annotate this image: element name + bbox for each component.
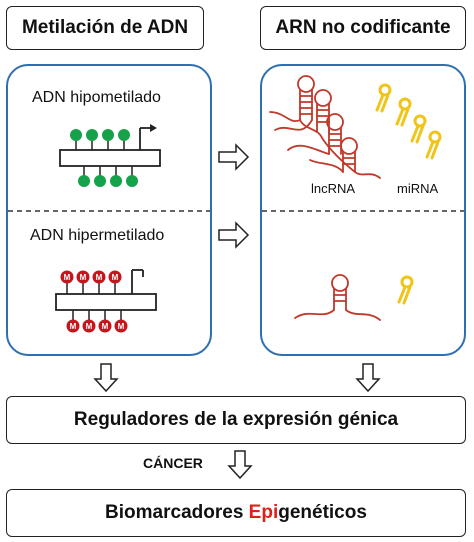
header-dna-methylation: Metilación de ADN bbox=[6, 6, 204, 50]
methyl-mark: M bbox=[80, 273, 87, 282]
epigenetic-biomarkers-label: Biomarcadores Epigenéticos bbox=[105, 502, 367, 524]
hypermethylated-dna-label: ADN hipermetilado bbox=[30, 227, 165, 244]
biomarkers-text-epi: Epi bbox=[248, 502, 279, 523]
methyl-mark: M bbox=[86, 322, 93, 331]
mirna-hairpin bbox=[425, 130, 442, 160]
methyl-mark: M bbox=[70, 322, 77, 331]
methyl-mark: M bbox=[112, 273, 119, 282]
methyl-mark: M bbox=[96, 273, 103, 282]
epigenetic-biomarkers-box: Biomarcadores Epigenéticos bbox=[6, 489, 466, 537]
gene-expression-regulators-box: Reguladores de la expresión génica bbox=[6, 396, 466, 444]
methyl-marks: M M M M M M M M bbox=[64, 273, 125, 331]
methylated-cpg-dots bbox=[60, 270, 128, 333]
dna-strand bbox=[55, 293, 157, 311]
mirna-hairpin bbox=[397, 275, 414, 305]
mirna-hairpin bbox=[375, 83, 392, 113]
dna-methylation-panel bbox=[6, 64, 212, 356]
methyl-mark: M bbox=[64, 273, 71, 282]
silenced-transcription-icon bbox=[131, 269, 144, 294]
header-dna-methylation-label: Metilación de ADN bbox=[21, 17, 189, 38]
lncrna-hairpin bbox=[326, 113, 344, 155]
methyl-mark: M bbox=[118, 322, 125, 331]
biomarkers-text-prefix: Biomarcadores bbox=[105, 502, 249, 523]
mirna-hairpin bbox=[410, 114, 427, 144]
down-arrow-icon bbox=[93, 363, 119, 393]
biomarkers-text-suffix: genéticos bbox=[278, 502, 367, 523]
header-noncoding-rna: ARN no codificante bbox=[260, 6, 466, 50]
unmethylated-cpg-dots bbox=[70, 129, 138, 187]
mirna-label: miRNA bbox=[397, 181, 439, 196]
cancer-label: CÁNCER bbox=[143, 455, 203, 471]
noncoding-rna-panel bbox=[260, 64, 466, 356]
hypomethylated-dna-label: ADN hipometilado bbox=[32, 89, 161, 106]
lncrna-hairpin bbox=[294, 274, 381, 321]
header-noncoding-rna-label: ARN no codificante bbox=[275, 17, 451, 38]
down-arrow-icon bbox=[355, 363, 381, 393]
mirna-cluster bbox=[375, 83, 442, 160]
methyl-mark: M bbox=[102, 322, 109, 331]
active-transcription-arrow-icon bbox=[139, 124, 157, 150]
lncrna-hairpin bbox=[297, 75, 315, 121]
lncrna-label: lncRNA bbox=[311, 181, 356, 196]
right-arrow-icon bbox=[218, 143, 250, 171]
dna-strand bbox=[59, 149, 161, 167]
gene-expression-regulators-label: Reguladores de la expresión génica bbox=[73, 409, 399, 430]
right-arrow-icon bbox=[218, 221, 250, 249]
down-arrow-icon bbox=[227, 450, 253, 480]
mirna-hairpin bbox=[395, 97, 412, 127]
